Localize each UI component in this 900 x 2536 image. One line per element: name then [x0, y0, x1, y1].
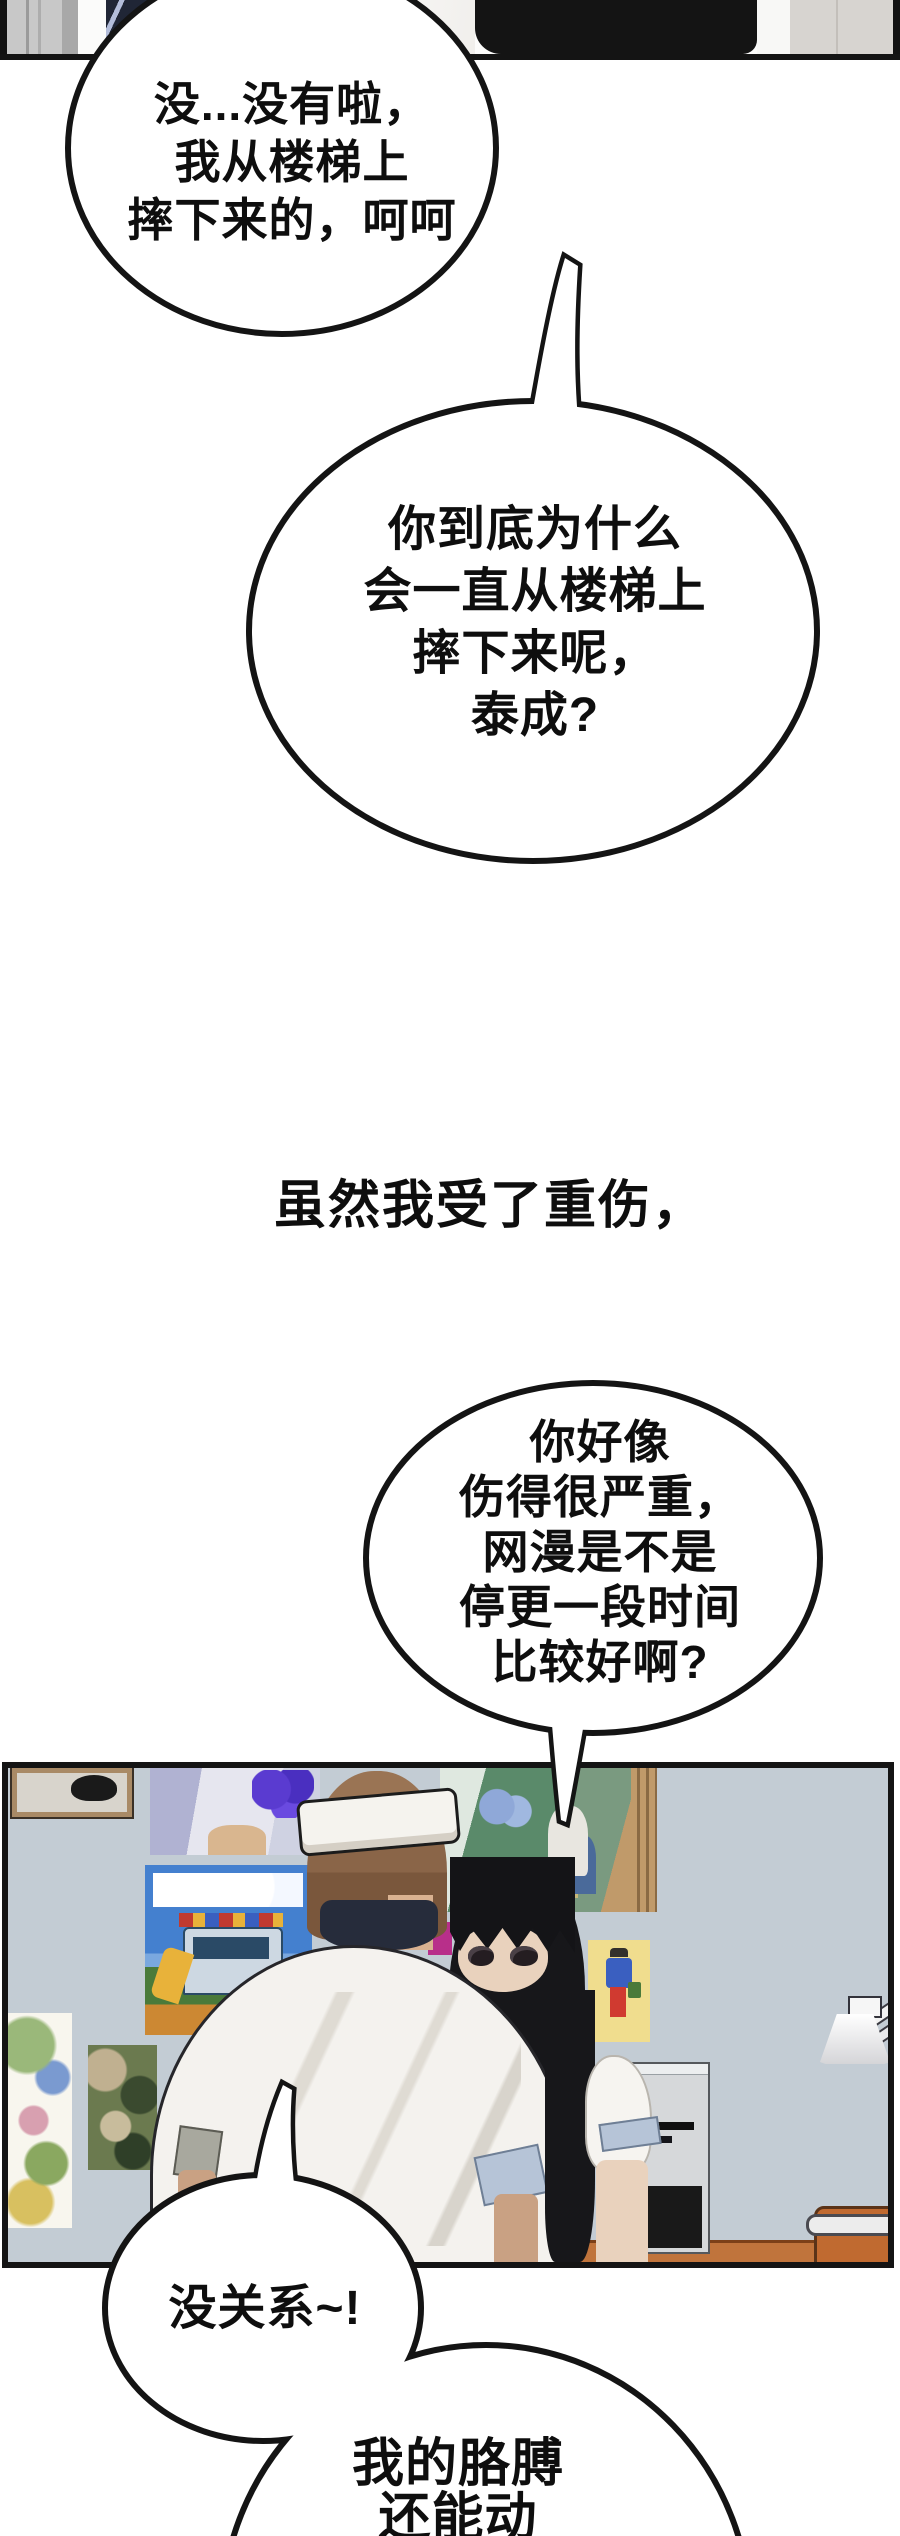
speech-line: 没...没有啦， [153, 78, 431, 130]
bed-rail [806, 2214, 888, 2236]
man-shirt-collar [320, 1900, 438, 1950]
wall-pillar [62, 0, 78, 54]
poster-watercolor-botanical [8, 2013, 72, 2228]
truck-window [193, 1937, 269, 1959]
scene-panel-hospital-room [2, 1762, 894, 2268]
speech-bubble-1-text: 没...没有啦， 我从楼梯上 摔下来的，呵呵 [128, 75, 457, 249]
striped-tie [106, 0, 158, 54]
speech-line: 停更一段时间 [459, 1581, 741, 1633]
poster-yellow-fashion-figure [588, 1940, 650, 2042]
panel-border-left [0, 0, 7, 54]
bamboo-strip [631, 1768, 657, 1912]
girl-left-eye [468, 1946, 494, 1966]
framed-picture-shoe [12, 1768, 132, 1817]
speech-line: 我从楼梯上 [174, 136, 410, 188]
wall-background [0, 0, 62, 54]
girl-sleeve [585, 2055, 652, 2172]
clouds [153, 1873, 303, 1907]
speech-line: 会一直从楼梯上 [363, 565, 707, 618]
speech-bubble-3-text: 你好像 伤得很严重， 网漫是不是 停更一段时间 比较好啊? [459, 1415, 741, 1690]
speech-line: 摔下来呢， [412, 627, 658, 680]
yellow-crane-arm [149, 1945, 195, 2005]
wall-line [26, 0, 29, 54]
speech-line: 摔下来的，呵呵 [127, 194, 457, 246]
green-bag [628, 1982, 641, 1998]
speech-bubble-2-tail [523, 251, 584, 437]
girl-arm [596, 2160, 648, 2262]
tower-drive-slot [642, 2122, 694, 2130]
red-pants [610, 1987, 626, 2017]
speech-line: 网漫是不是 [482, 1526, 718, 1578]
speech-line: 还能动 [378, 2489, 538, 2536]
blue-jacket [606, 1958, 632, 1988]
speech-line: 没关系~! [168, 2282, 362, 2335]
man-right-arm [494, 2194, 538, 2262]
tower-top-face [630, 2064, 708, 2075]
hydrangea-flowers [478, 1786, 532, 1832]
dark-hair-figure [475, 0, 757, 54]
top-partial-panel [0, 0, 900, 60]
background-right [790, 0, 900, 54]
clasped-hands [208, 1825, 266, 1855]
wall-line [38, 0, 41, 54]
speech-line: 你好像 [529, 1416, 671, 1468]
speech-line: 伤得很严重， [459, 1471, 741, 1523]
speech-bubble-2-text: 你到底为什么 会一直从楼梯上 摔下来呢， 泰成? [363, 499, 706, 747]
speech-bubble-5-text: 我的胳膊 还能动 [352, 2437, 564, 2536]
shirt-folds [203, 1992, 521, 2246]
camo-patches [88, 2045, 157, 2170]
truck-cargo [179, 1913, 283, 1927]
speech-bubble-4-text: 没关系~! [168, 2281, 361, 2337]
speech-line: 我的胳膊 [351, 2435, 565, 2493]
shirt-sliver [757, 0, 790, 54]
speech-line: 泰成? [470, 689, 600, 742]
poster-woman-with-iris [150, 1768, 320, 1855]
speech-line: 你到底为什么 [387, 503, 683, 556]
hair-strand [836, 0, 838, 54]
girl-right-eye [510, 1946, 538, 1966]
narration-text: 虽然我受了重伤， [273, 1177, 707, 1235]
poster-camouflage-art [88, 2045, 157, 2170]
man-left-arm [178, 2170, 216, 2262]
figure-hat [610, 1948, 628, 1957]
watercolor-blobs [8, 2013, 72, 2228]
shoe-shape [71, 1775, 117, 1801]
panel-border-right [893, 0, 900, 54]
speech-line: 比较好啊? [491, 1636, 709, 1688]
